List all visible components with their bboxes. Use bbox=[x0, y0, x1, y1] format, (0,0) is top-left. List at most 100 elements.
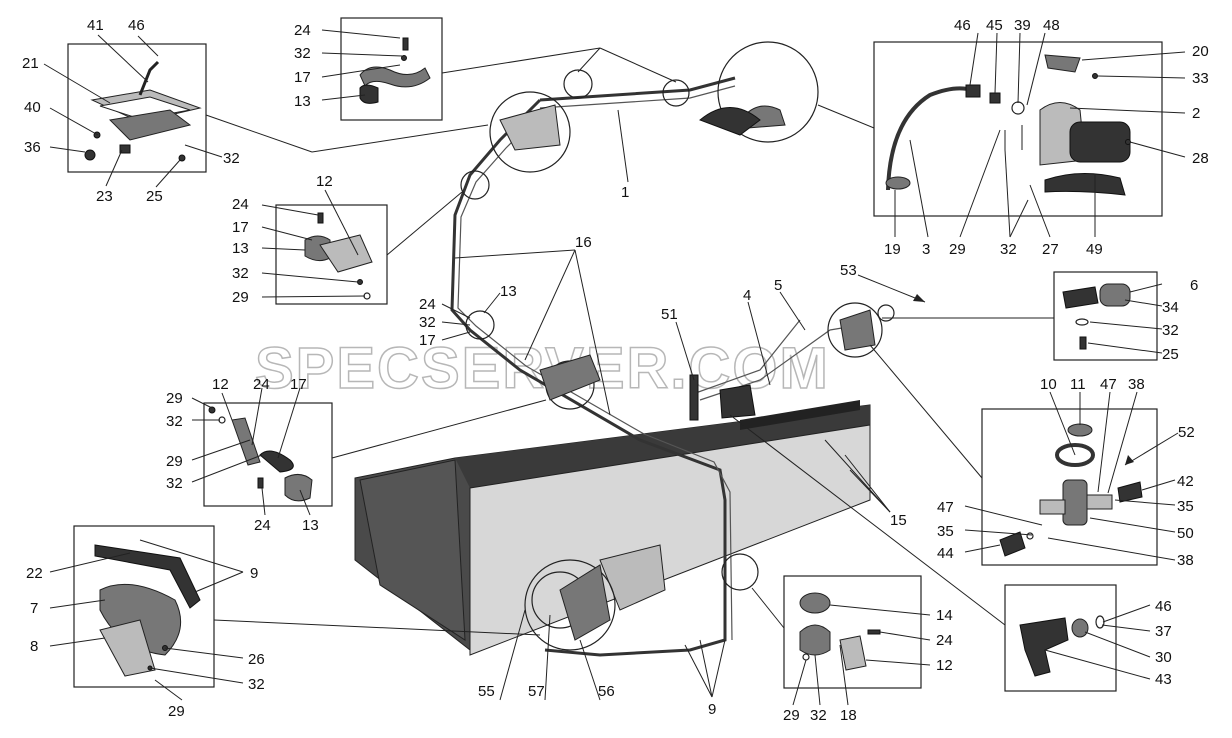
callout-43: 43 bbox=[1155, 671, 1172, 688]
callout-10: 10 bbox=[1040, 376, 1057, 393]
callout-13: 13 bbox=[232, 240, 249, 257]
callout-32: 32 bbox=[294, 45, 311, 62]
callout-32: 32 bbox=[166, 475, 183, 492]
nozzle-sketch bbox=[1019, 615, 1105, 677]
callout-46: 46 bbox=[128, 17, 145, 34]
callout-52: 52 bbox=[1178, 424, 1195, 441]
callout-4: 4 bbox=[743, 287, 751, 304]
detail-circle-upper-bend bbox=[489, 91, 571, 173]
callout-38: 38 bbox=[1128, 376, 1145, 393]
callout-35: 35 bbox=[937, 523, 954, 540]
callout-5: 5 bbox=[774, 277, 782, 294]
bracket-sketch bbox=[94, 544, 201, 677]
callout-46: 46 bbox=[1155, 598, 1172, 615]
callout-12: 12 bbox=[936, 657, 953, 674]
callout-32: 32 bbox=[248, 676, 265, 693]
callout-3: 3 bbox=[922, 241, 930, 258]
callout-36: 36 bbox=[24, 139, 41, 156]
callout-47: 47 bbox=[937, 499, 954, 516]
callout-1: 1 bbox=[621, 184, 629, 201]
callout-32: 32 bbox=[1000, 241, 1017, 258]
callout-32: 32 bbox=[166, 413, 183, 430]
callout-55: 55 bbox=[478, 683, 495, 700]
callout-8: 8 bbox=[30, 638, 38, 655]
detail-circle-pipe-clamp bbox=[662, 79, 690, 107]
callout-44: 44 bbox=[937, 545, 954, 562]
detail-box-clamp-bottom bbox=[783, 575, 922, 689]
callout-18: 18 bbox=[840, 707, 857, 724]
callout-47: 47 bbox=[1100, 376, 1117, 393]
callout-32: 32 bbox=[419, 314, 436, 331]
callout-38: 38 bbox=[1177, 552, 1194, 569]
clamp-sketch-bottom bbox=[799, 592, 881, 671]
detail-circle-bend-clamp bbox=[460, 170, 490, 200]
tee-fitting-sketch bbox=[999, 423, 1143, 557]
callout-14: 14 bbox=[936, 607, 953, 624]
callout-7: 7 bbox=[30, 600, 38, 617]
callout-45: 45 bbox=[986, 17, 1003, 34]
callout-32: 32 bbox=[1162, 322, 1179, 339]
detail-circle-cap bbox=[877, 304, 895, 322]
detail-circle-mid-clamp bbox=[465, 310, 495, 340]
callout-12: 12 bbox=[212, 376, 229, 393]
callout-29: 29 bbox=[166, 453, 183, 470]
callout-29: 29 bbox=[949, 241, 966, 258]
callout-29: 29 bbox=[166, 390, 183, 407]
callout-24: 24 bbox=[232, 196, 249, 213]
callout-9: 9 bbox=[250, 565, 258, 582]
callout-24: 24 bbox=[253, 376, 270, 393]
callout-46: 46 bbox=[954, 17, 971, 34]
valve-assembly-sketch bbox=[885, 54, 1131, 196]
detail-circle-horn bbox=[524, 559, 616, 651]
detail-box-clamp-top bbox=[340, 17, 443, 121]
detail-circle-frame-clamp bbox=[721, 553, 759, 591]
callout-32: 32 bbox=[232, 265, 249, 282]
callout-24: 24 bbox=[936, 632, 953, 649]
callout-11: 11 bbox=[1070, 376, 1086, 393]
callout-25: 25 bbox=[1162, 346, 1179, 363]
callout-12: 12 bbox=[316, 173, 333, 190]
callout-2: 2 bbox=[1192, 105, 1200, 122]
callout-29: 29 bbox=[783, 707, 800, 724]
callout-50: 50 bbox=[1177, 525, 1194, 542]
detail-box-clamp-left bbox=[203, 402, 333, 507]
frame-rail bbox=[354, 400, 871, 656]
detail-box-top-left bbox=[67, 43, 207, 173]
callout-27: 27 bbox=[1042, 241, 1059, 258]
callout-17: 17 bbox=[232, 219, 249, 236]
callout-25: 25 bbox=[146, 188, 163, 205]
callout-21: 21 bbox=[22, 55, 39, 72]
callout-35: 35 bbox=[1177, 498, 1194, 515]
callout-57: 57 bbox=[528, 683, 545, 700]
callout-42: 42 bbox=[1177, 473, 1194, 490]
callout-23: 23 bbox=[96, 188, 113, 205]
callout-20: 20 bbox=[1192, 43, 1209, 60]
callout-17: 17 bbox=[294, 69, 311, 86]
clamp-sketch-mid-left bbox=[304, 212, 373, 300]
callout-17: 17 bbox=[290, 376, 307, 393]
callout-39: 39 bbox=[1014, 17, 1031, 34]
callout-24: 24 bbox=[294, 22, 311, 39]
callout-24: 24 bbox=[254, 517, 271, 534]
callout-17: 17 bbox=[419, 332, 436, 349]
detail-circle-top-clamp bbox=[563, 69, 593, 99]
detail-box-nozzle bbox=[1004, 584, 1117, 692]
callout-32: 32 bbox=[223, 150, 240, 167]
detail-circle-tee bbox=[827, 302, 883, 358]
callout-13: 13 bbox=[302, 517, 319, 534]
mounting-plate-assembly bbox=[84, 60, 202, 162]
callout-49: 49 bbox=[1086, 241, 1103, 258]
callout-26: 26 bbox=[248, 651, 265, 668]
callout-37: 37 bbox=[1155, 623, 1172, 640]
detail-box-valve-top-right bbox=[873, 41, 1163, 217]
callout-labels: 41 46 21 40 36 23 25 32 24 32 17 13 1 46… bbox=[22, 17, 1209, 724]
sleeve-sketch bbox=[1062, 283, 1131, 350]
callout-48: 48 bbox=[1043, 17, 1060, 34]
callout-30: 30 bbox=[1155, 649, 1172, 666]
callout-32: 32 bbox=[810, 707, 827, 724]
detail-box-tee-fitting bbox=[981, 408, 1158, 566]
callout-16: 16 bbox=[575, 234, 592, 251]
callout-33: 33 bbox=[1192, 70, 1209, 87]
air-pipes bbox=[450, 76, 861, 657]
